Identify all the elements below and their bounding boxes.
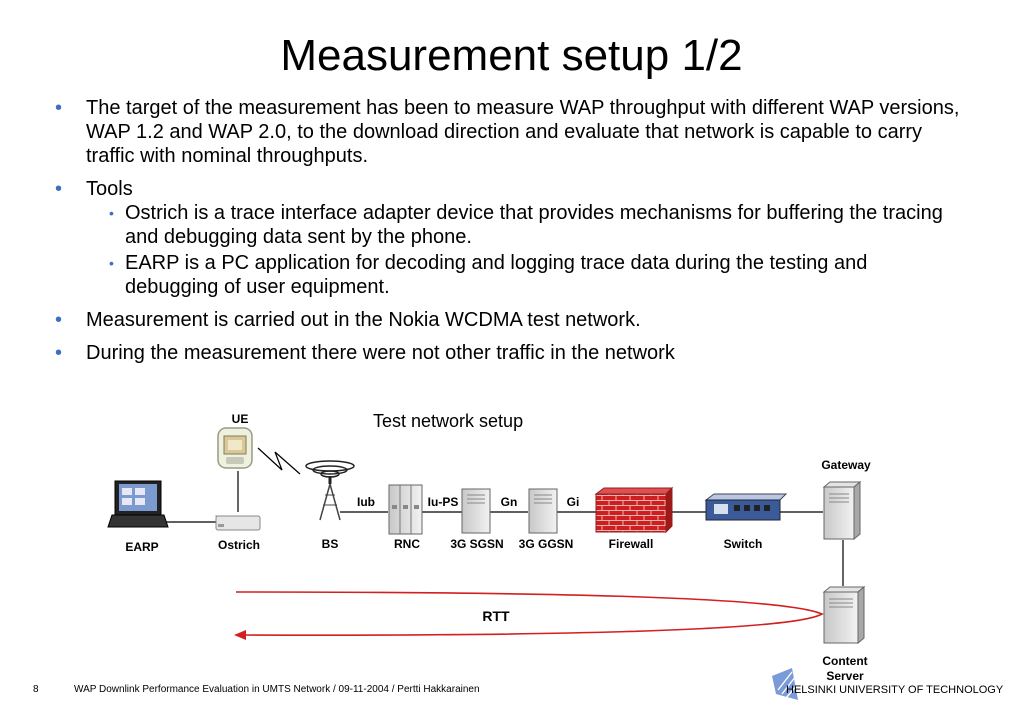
- label-ggsn: 3G GGSN: [518, 537, 574, 551]
- slide-title: Measurement setup 1/2: [280, 31, 743, 80]
- laptop-icon: [107, 480, 169, 528]
- bullet-item: • The target of the measurement has been…: [55, 96, 965, 168]
- label-iub: Iub: [357, 495, 375, 509]
- base-station-icon: [305, 460, 355, 521]
- label-rtt: RTT: [482, 608, 510, 624]
- label-gn: Gn: [500, 495, 518, 509]
- university-logo-icon: [772, 668, 799, 700]
- sub-bullet-text: EARP is a PC application for decoding an…: [125, 252, 868, 298]
- bullet-text: Measurement is carried out in the Nokia …: [86, 309, 641, 331]
- sub-bullet-text: Ostrich is a trace interface adapter dev…: [125, 202, 943, 248]
- bullet-item: • Measurement is carried out in the Noki…: [55, 308, 965, 332]
- rtt-arrow: [235, 591, 824, 636]
- sgsn-server-icon: [461, 488, 491, 534]
- label-gateway: Gateway: [821, 458, 871, 472]
- footer-text: WAP Downlink Performance Evaluation in U…: [74, 684, 480, 695]
- label-rnc: RNC: [394, 537, 420, 551]
- diagram-caption: Test network setup: [373, 411, 524, 431]
- gateway-server-icon: [822, 480, 862, 541]
- bullet-text: Tools: [86, 178, 133, 200]
- bullet-text: The target of the measurement has been t…: [86, 97, 960, 167]
- bullet-list: • The target of the measurement has been…: [55, 96, 965, 374]
- bullet-dot-icon: •: [55, 178, 63, 200]
- ostrich-device-icon: [215, 515, 261, 531]
- label-sgsn: 3G SGSN: [450, 537, 504, 551]
- label-switch: Switch: [723, 537, 763, 551]
- label-iups: Iu-PS: [427, 495, 459, 509]
- ggsn-server-icon: [528, 488, 558, 534]
- rtt-arrowhead-icon: [234, 630, 246, 640]
- label-ue: UE: [231, 412, 249, 426]
- sub-bullet-item: • Ostrich is a trace interface adapter d…: [86, 201, 965, 249]
- bullet-dot-icon: •: [55, 342, 63, 364]
- bullet-item: • Tools • Ostrich is a trace interface a…: [55, 177, 965, 299]
- label-firewall: Firewall: [608, 537, 654, 551]
- page-number: 8: [33, 684, 39, 695]
- rnc-rack-icon: [388, 484, 423, 535]
- sub-bullet-item: • EARP is a PC application for decoding …: [86, 251, 965, 299]
- radio-link: [257, 447, 301, 475]
- sub-bullet-dot-icon: •: [109, 255, 114, 271]
- sub-bullet-dot-icon: •: [109, 205, 114, 221]
- ue-phone-icon: [217, 427, 253, 469]
- content-server-icon: [822, 585, 866, 645]
- bullet-item: • During the measurement there were not …: [55, 341, 965, 365]
- switch-icon: [704, 493, 788, 521]
- firewall-icon: [594, 486, 674, 534]
- label-bs: BS: [321, 537, 339, 551]
- sub-bullet-list: • Ostrich is a trace interface adapter d…: [86, 201, 965, 299]
- label-gi: Gi: [566, 495, 580, 509]
- label-content-server: Content Server: [822, 654, 868, 683]
- label-ostrich: Ostrich: [217, 538, 261, 552]
- bullet-dot-icon: •: [55, 97, 63, 119]
- university-name: HELSINKI UNIVERSITY OF TECHNOLOGY: [786, 684, 1004, 696]
- bullet-dot-icon: •: [55, 309, 63, 331]
- label-earp: EARP: [125, 540, 159, 554]
- bullet-text: During the measurement there were not ot…: [86, 342, 675, 364]
